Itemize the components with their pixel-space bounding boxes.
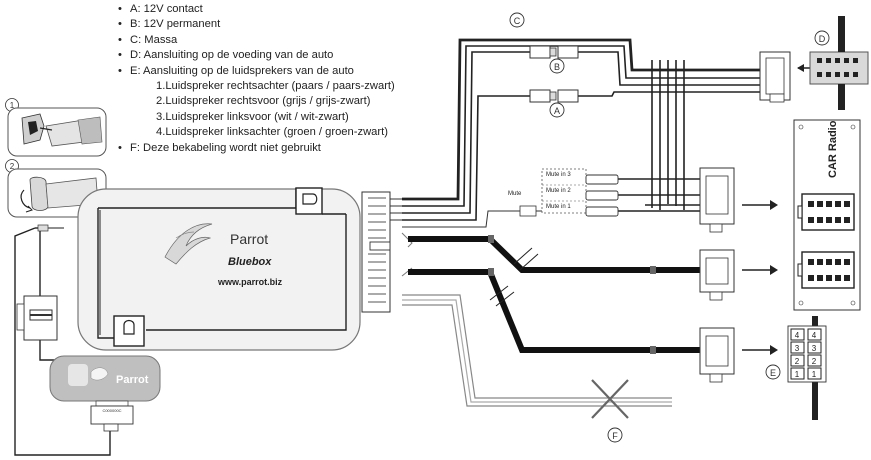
car-radio-label: CAR Radio xyxy=(827,120,839,178)
marker-e-label: E xyxy=(770,368,776,378)
legend-b-text: B: 12V permanent xyxy=(130,18,221,31)
radio-connector-upper xyxy=(699,167,778,233)
legend-c-text: C: Massa xyxy=(130,33,178,46)
marker-c-label: C xyxy=(514,16,521,26)
pin-left-4: 4 xyxy=(795,331,800,340)
mute-wiring: Mute Mute in 3 Mute in 2 Mute in 1 xyxy=(402,168,700,228)
marker-f: F xyxy=(607,427,623,443)
legend-item-e2: 2.Luidspreker rechtsvoor (grijs / grijs-… xyxy=(156,95,371,108)
step-1-number: 1 xyxy=(10,101,15,110)
legend-a-text: A: 12V contact xyxy=(130,3,203,15)
marker-a: A xyxy=(549,102,565,118)
legend-item-e: •E: Aansluiting op de luidsprekers van d… xyxy=(118,64,354,77)
marker-d-label: D xyxy=(819,34,826,44)
legend-item-e4: 4.Luidspreker linksachter (groen / groen… xyxy=(156,126,388,139)
display-unit: Parrot C000000C xyxy=(49,355,161,432)
step-1-illustration: 1 xyxy=(5,98,107,157)
pin-right-2: 2 xyxy=(812,357,817,366)
marker-d: D xyxy=(814,30,830,46)
legend-item-f: •F: Deze bekabeling wordt niet gebruikt xyxy=(118,141,321,154)
pin-left-1: 1 xyxy=(795,370,800,379)
mute-in-3: Mute in 3 xyxy=(546,172,571,178)
speaker-pin-block: 4 3 2 1 4 3 2 1 xyxy=(787,316,827,420)
step-2-number: 2 xyxy=(10,162,15,171)
speaker-connector xyxy=(699,327,778,383)
mute-in-2: Mute in 2 xyxy=(546,188,571,194)
bluebox-unit: Parrot Bluebox www.parrot.biz xyxy=(77,187,361,351)
pin-right-4: 4 xyxy=(812,331,817,340)
marker-b: B xyxy=(549,58,565,74)
bluebox-url: www.parrot.biz xyxy=(217,277,283,287)
legend-item-a: •A: 12V contact xyxy=(118,3,203,15)
car-radio: CAR Radio xyxy=(793,119,861,311)
power-connector xyxy=(759,16,869,110)
bluebox-model: Bluebox xyxy=(228,256,272,268)
legend-item-b: •B: 12V permanent xyxy=(118,18,221,31)
speaker-wiring xyxy=(401,232,700,419)
radio-connector-lower xyxy=(699,249,778,301)
legend-item-c: •C: Massa xyxy=(118,33,178,46)
mute-label: Mute xyxy=(508,191,522,197)
bluebox-brand: Parrot xyxy=(230,231,268,247)
marker-b-label: B xyxy=(554,62,560,72)
pin-right-1: 1 xyxy=(812,370,817,379)
marker-c: C xyxy=(509,12,525,28)
legend-e-text: E: Aansluiting op de luidsprekers van de… xyxy=(130,64,354,77)
mute-in-1: Mute in 1 xyxy=(546,204,571,210)
legend-item-d: •D: Aansluiting op de voeding van de aut… xyxy=(118,49,334,62)
legend-item-e1: 1.Luidspreker rechtsachter (paars / paar… xyxy=(156,80,395,93)
pin-right-3: 3 xyxy=(812,344,817,353)
pin-left-2: 2 xyxy=(795,357,800,366)
legend-f-text: F: Deze bekabeling wordt niet gebruikt xyxy=(130,141,321,154)
legend: •A: 12V contact •B: 12V permanent •C: Ma… xyxy=(118,2,395,156)
main-connector xyxy=(361,191,402,313)
marker-e: E xyxy=(765,364,781,380)
marker-f-label: F xyxy=(612,431,618,441)
legend-d-text: D: Aansluiting op de voeding van de auto xyxy=(130,49,334,62)
pin-left-3: 3 xyxy=(795,344,800,353)
display-unit-brand: Parrot xyxy=(116,374,149,386)
display-plug-code: C000000C xyxy=(102,408,121,413)
legend-item-e3: 3.Luidspreker linksvoor (wit / wit-zwart… xyxy=(156,110,349,123)
marker-a-label: A xyxy=(554,106,560,116)
power-wires xyxy=(402,38,760,221)
left-connector xyxy=(16,295,58,341)
